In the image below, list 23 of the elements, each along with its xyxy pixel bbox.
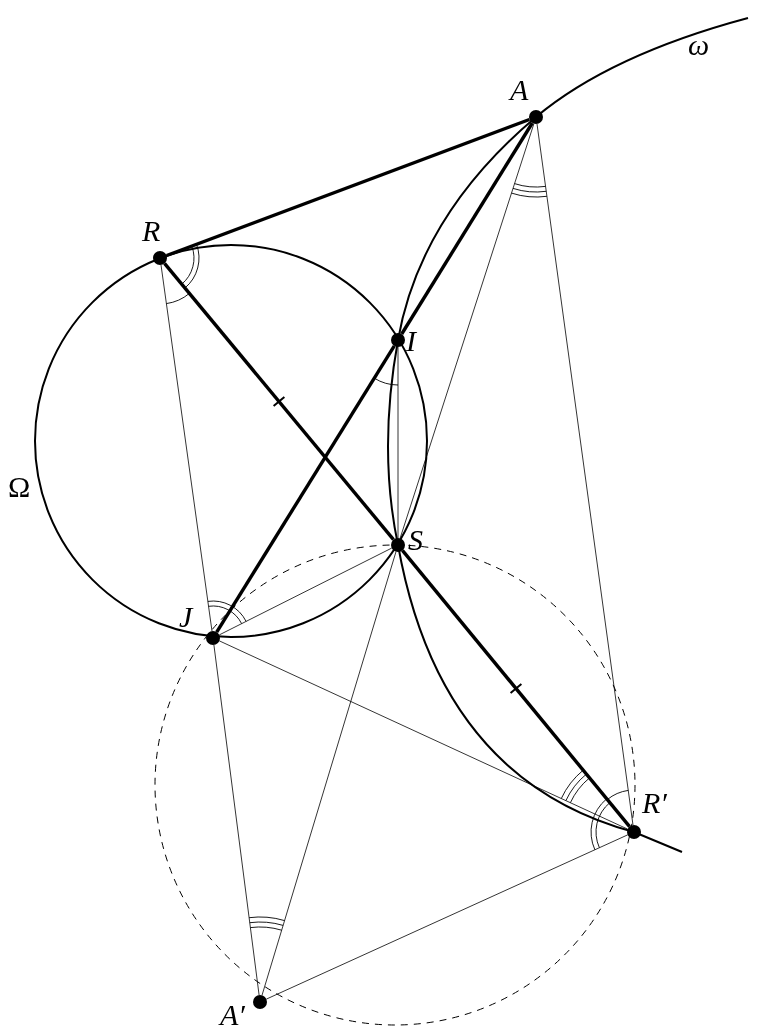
- curve-label: ω: [688, 30, 710, 60]
- line-segment: [401, 549, 631, 828]
- point-label: A′: [220, 1000, 245, 1029]
- line-segment: [166, 117, 530, 258]
- line-segment: [160, 264, 213, 632]
- point-label: R: [142, 216, 161, 246]
- line-segment: [218, 547, 393, 636]
- line-segment: [399, 123, 535, 539]
- line-segment: [266, 834, 628, 1000]
- line-segment: [213, 644, 260, 996]
- line-segment: [215, 345, 396, 633]
- point-label: I: [406, 326, 416, 356]
- line-segment: [163, 262, 395, 541]
- line-segment: [219, 640, 628, 830]
- point-label: S: [408, 525, 423, 555]
- line-segment: [397, 346, 399, 539]
- point-label: J: [179, 602, 193, 632]
- line-segment: [536, 123, 634, 826]
- line-segment: [261, 551, 397, 996]
- curve-label: Ω: [8, 472, 31, 502]
- line-segment: [400, 122, 534, 335]
- point-label: R′: [642, 788, 667, 818]
- point-label: A: [510, 75, 529, 105]
